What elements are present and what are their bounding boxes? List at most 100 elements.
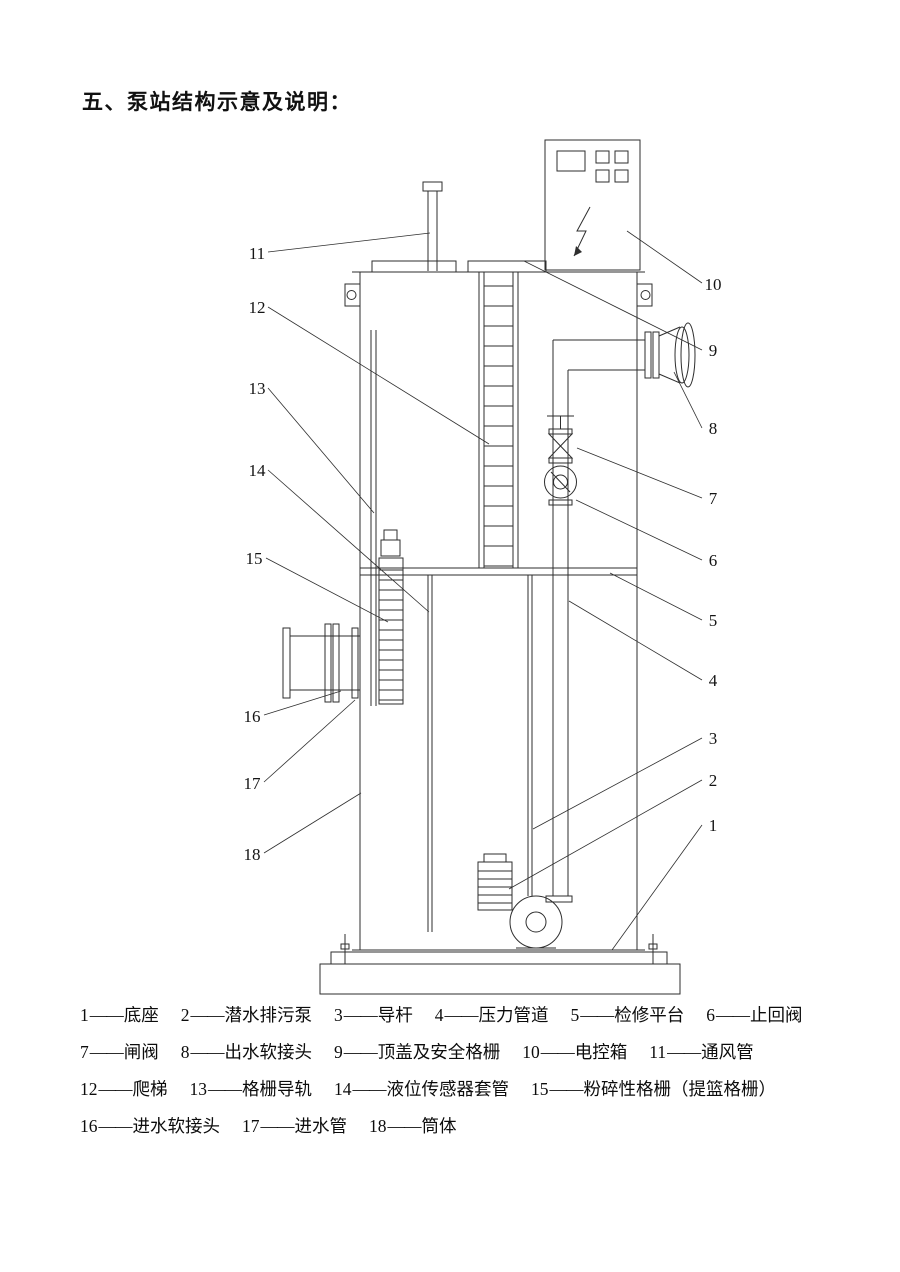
legend-item-label: 潜水排污泵 (224, 1005, 313, 1025)
legend-item: 1——底座 (80, 1004, 159, 1026)
control-box (544, 139, 641, 271)
callout-label-16: 16 (244, 707, 261, 726)
legend-item: 15——粉碎性格栅（提篮格栅） (531, 1078, 776, 1100)
legend-item-number: 12 (80, 1079, 98, 1099)
legend-item-number: 3 (334, 1005, 343, 1025)
legend-dash: —— (549, 1079, 584, 1099)
tank-shell (344, 260, 653, 951)
legend-item: 2——潜水排污泵 (181, 1004, 312, 1026)
legend-item-label: 闸阀 (123, 1042, 159, 1062)
legend-item-number: 10 (522, 1042, 540, 1062)
grille-guide-rail (370, 330, 377, 706)
callout-13: 13 (249, 379, 375, 514)
callout-14: 14 (249, 461, 430, 613)
legend-row-3: 12——爬梯 13——格栅导轨 14——液位传感器套管 15——粉碎性格栅（提篮… (80, 1078, 860, 1100)
legend-item-label: 压力管道 (478, 1005, 549, 1025)
basket-grille (378, 529, 404, 705)
level-sensor-sleeve (427, 575, 433, 932)
callout-7: 7 (576, 447, 718, 508)
legend-item: 7——闸阀 (80, 1041, 159, 1063)
legend-dash: —— (190, 1042, 225, 1062)
callout-label-7: 7 (709, 489, 718, 508)
callout-label-18: 18 (244, 845, 261, 864)
callout-label-1: 1 (709, 816, 718, 835)
legend-item: 10——电控箱 (522, 1041, 627, 1063)
legend-item-number: 17 (242, 1116, 260, 1136)
callout-label-11: 11 (249, 244, 265, 263)
callout-label-12: 12 (249, 298, 266, 317)
callout-label-8: 8 (709, 419, 718, 438)
legend-item-number: 9 (334, 1042, 343, 1062)
legend-dash: —— (208, 1079, 242, 1099)
callout-12: 12 (249, 298, 490, 445)
legend-item: 5——检修平台 (571, 1004, 685, 1026)
callout-5: 5 (609, 572, 717, 630)
legend-row-2: 7——闸阀 8——出水软接头 9——顶盖及安全格栅 10——电控箱 11——通风… (80, 1041, 860, 1063)
legend-item-number: 14 (334, 1079, 352, 1099)
legend-item-label: 检修平台 (614, 1005, 685, 1025)
legend-item-label: 底座 (123, 1005, 159, 1025)
legend-item-number: 18 (369, 1116, 387, 1136)
legend-item: 8——出水软接头 (181, 1041, 312, 1063)
legend-dash: —— (343, 1005, 378, 1025)
legend-item-number: 6 (706, 1005, 715, 1025)
legend-item-number: 5 (570, 1005, 580, 1025)
base-plate (330, 934, 668, 965)
callout-18: 18 (244, 792, 362, 864)
legend-dash: —— (444, 1005, 479, 1025)
outlet-flexible-joint (644, 322, 696, 388)
callout-10: 10 (626, 230, 722, 294)
callout-8: 8 (673, 371, 718, 438)
legend-item-label: 进水管 (294, 1116, 348, 1136)
legend-item-label: 顶盖及安全格栅 (377, 1042, 501, 1062)
legend-item-number: 7 (80, 1042, 89, 1062)
legend-item: 4——压力管道 (435, 1004, 549, 1026)
callout-label-6: 6 (709, 551, 718, 570)
legend-dash: —— (352, 1079, 387, 1099)
legend-item-label: 导杆 (377, 1005, 413, 1025)
callout-label-17: 17 (244, 774, 262, 793)
legend-item-number: 16 (80, 1116, 98, 1136)
legend-item-number: 1 (80, 1005, 89, 1025)
check-valve (544, 457, 577, 506)
legend-item-number: 4 (434, 1005, 444, 1025)
legend-dash: —— (89, 1005, 124, 1025)
legend-item-number: 2 (180, 1005, 190, 1025)
callout-15: 15 (246, 549, 389, 623)
legend-dash: —— (716, 1005, 750, 1025)
legend-item: 17——进水管 (242, 1115, 347, 1137)
guide-rod (527, 575, 533, 896)
service-platform (360, 567, 637, 576)
legend-item-number: 11 (649, 1042, 667, 1062)
callout-label-2: 2 (709, 771, 718, 790)
legend-item: 16——进水软接头 (80, 1115, 220, 1137)
legend-item: 14——液位传感器套管 (334, 1078, 509, 1100)
legend-dash: —— (540, 1042, 575, 1062)
callout-label-13: 13 (249, 379, 266, 398)
ladder (478, 272, 519, 568)
callout-1: 1 (611, 816, 718, 951)
callout-label-9: 9 (709, 341, 718, 360)
legend-row-1: 1——底座 2——潜水排污泵 3——导杆 4——压力管道 5——检修平台 6——… (80, 1004, 860, 1026)
legend-dash: —— (387, 1116, 422, 1136)
legend-item: 18——筒体 (369, 1115, 457, 1137)
legend-item-label: 通风管 (701, 1042, 754, 1062)
callout-label-10: 10 (705, 275, 722, 294)
callout-label-14: 14 (249, 461, 267, 480)
legend-item: 13——格栅导轨 (190, 1078, 313, 1100)
inlet-pipe (282, 623, 360, 703)
callout-11: 11 (249, 232, 431, 263)
gate-valve (547, 415, 574, 459)
callout-9: 9 (523, 260, 718, 360)
legend-item: 11——通风管 (649, 1041, 753, 1063)
legend-item: 12——爬梯 (80, 1078, 168, 1100)
callout-6: 6 (575, 499, 718, 570)
legend-dash: —— (89, 1042, 124, 1062)
legend-item-number: 13 (189, 1079, 208, 1099)
callout-17: 17 (244, 699, 356, 793)
legend-item-label: 止回阀 (750, 1005, 803, 1025)
callout-label-15: 15 (246, 549, 263, 568)
legend-item: 3——导杆 (334, 1004, 413, 1026)
legend-dash: —— (343, 1042, 378, 1062)
